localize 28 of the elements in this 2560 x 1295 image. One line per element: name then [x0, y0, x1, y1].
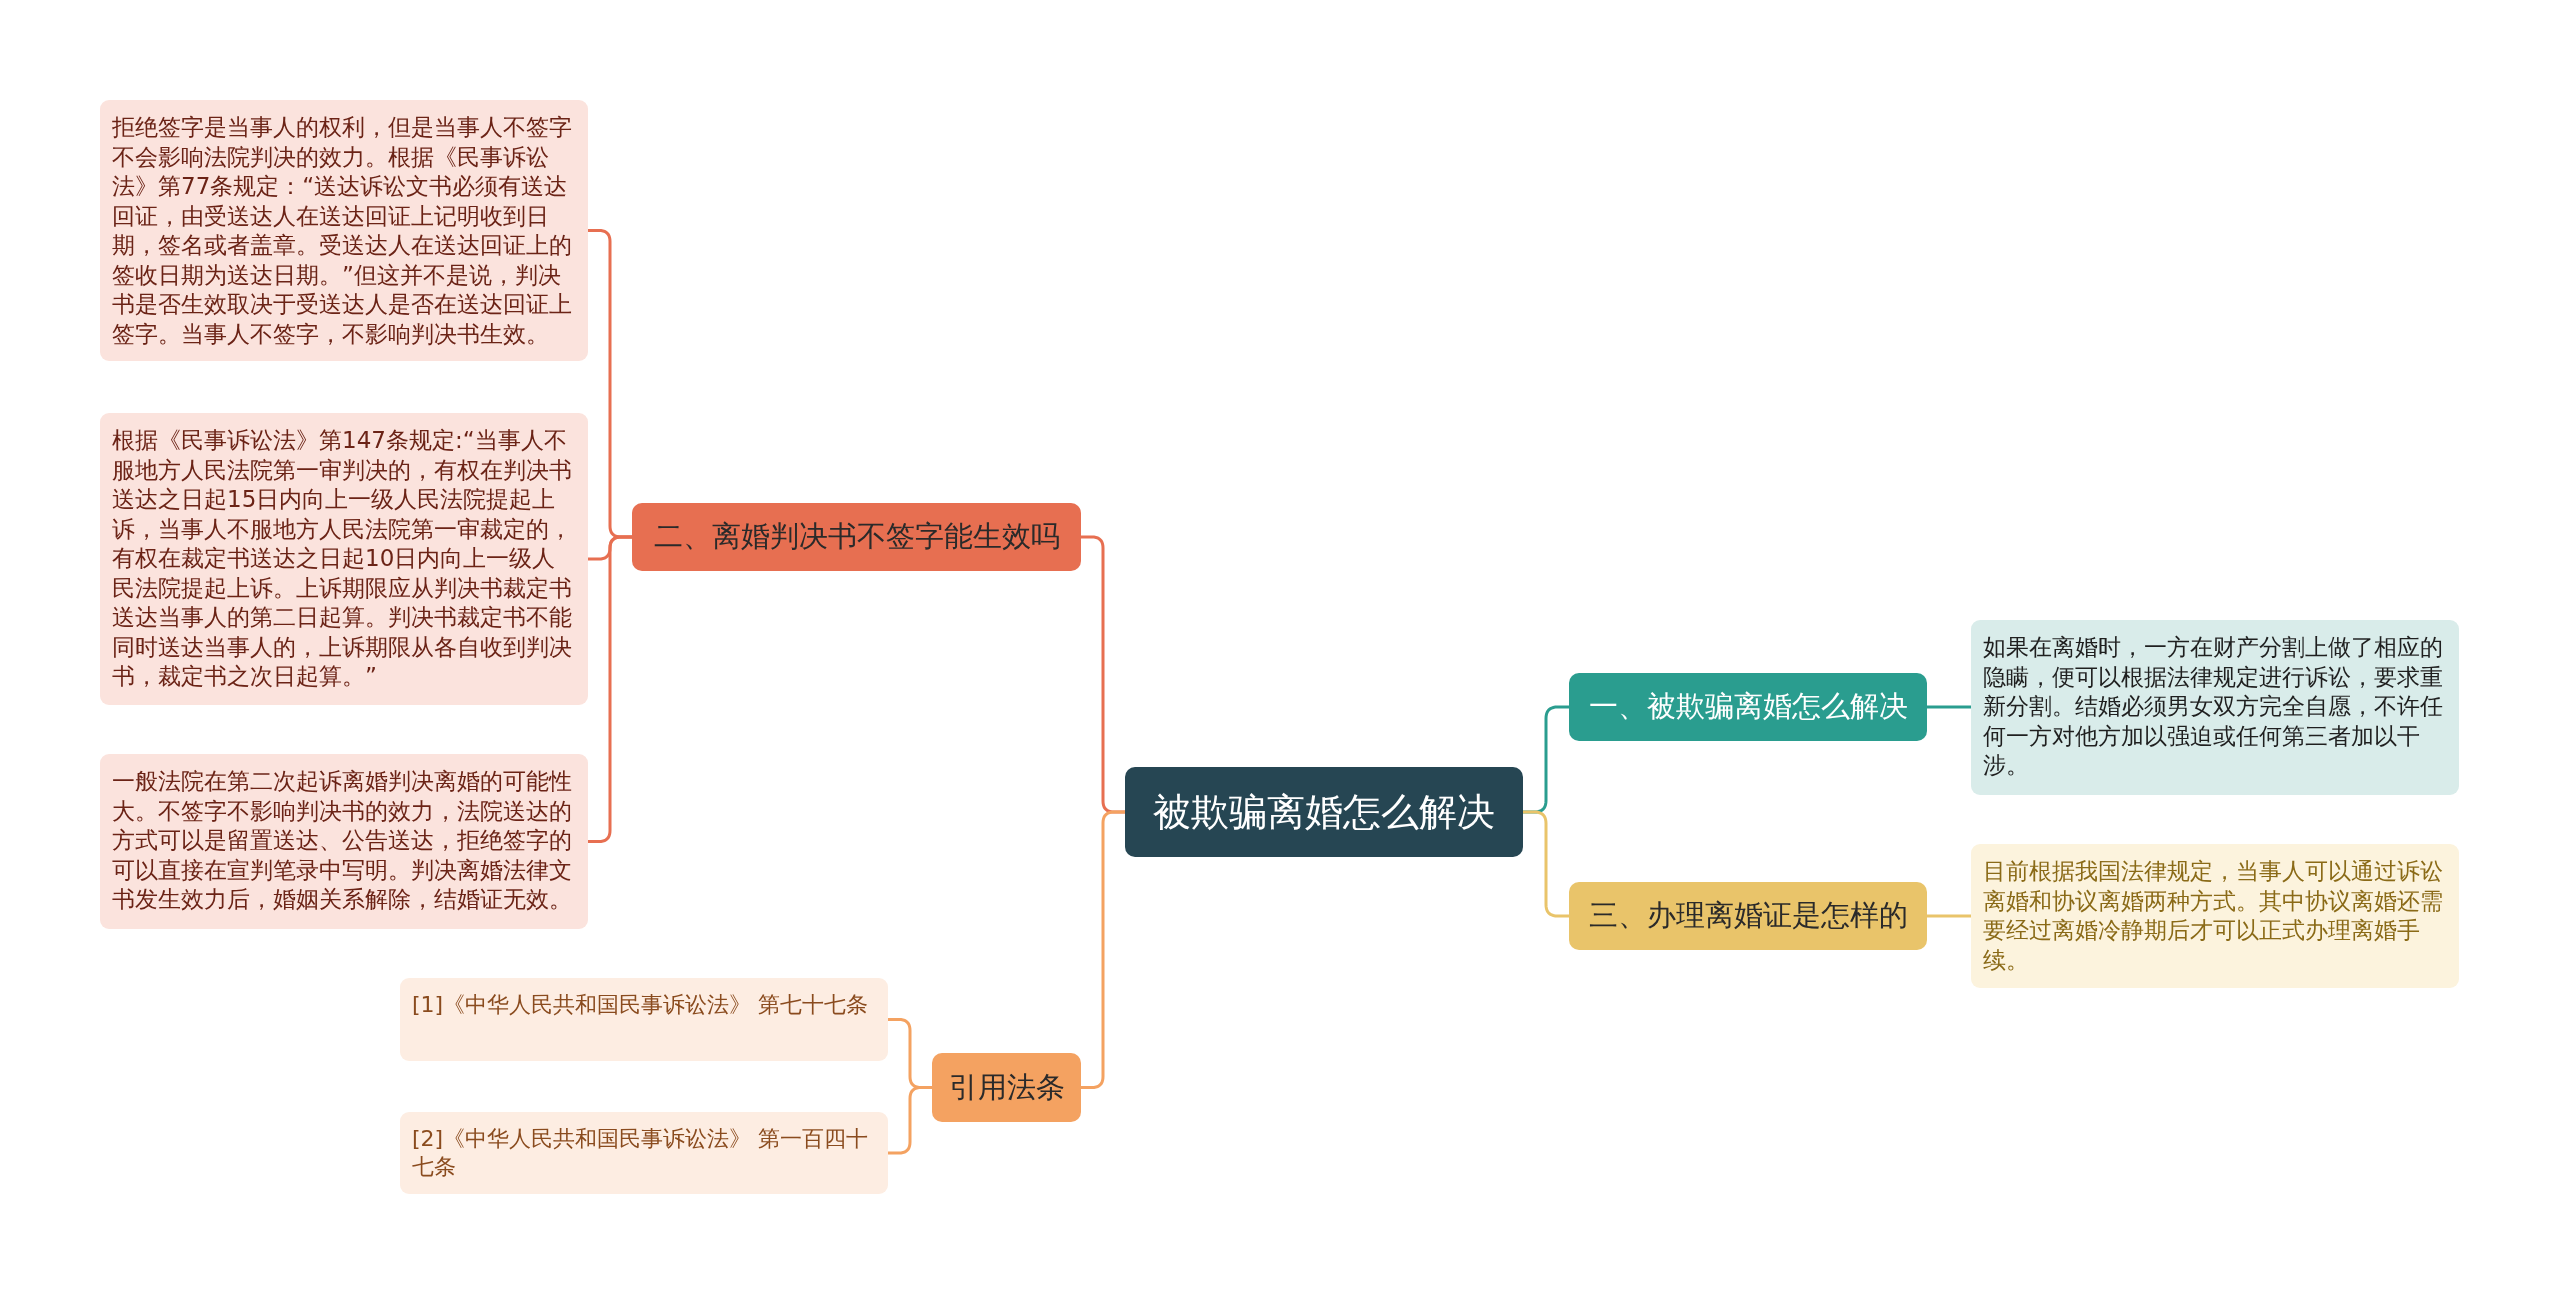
note-text: 拒绝签字是当事人的权利，但是当事人不签字不会影响法院判决的效力。根据《民事诉讼法》第77条规定：“送达诉讼文书必须有送达回证，由受送达人在送达回证上记明收到日期，签名或者盖章。受送达人在送达回证上的签收日期为送达日期。”但这并不是说，判决书是否生效取决于受送达人是否在送达回证上签字。当事人不签字，不影响判决书生效。: [112, 113, 573, 349]
note-text: 目前根据我国法律规定，当事人可以通过诉讼离婚和协议离婚两种方式。其中协议离婚还需要经过离婚冷静期后才可以正式办理离婚手续。: [1983, 857, 2444, 975]
connector-line: [1523, 810, 1569, 918]
reference-box: [400, 978, 888, 1061]
reference-text: [1]《中华人民共和国民事诉讼法》 第七十七条: [412, 991, 870, 1019]
subtopic-box: [1569, 882, 1927, 950]
note-text: 如果在离婚时，一方在财产分割上做了相应的隐瞒，便可以根据法律规定进行诉讼，要求重新分割。结婚必须男女双方完全自愿，不许任何一方对他方加以强迫或任何第三者加以干涉。: [1983, 633, 2444, 780]
subtopic-text: 一、被欺骗离婚怎么解决: [1588, 688, 1908, 725]
subtopic-box: [932, 1053, 1081, 1122]
subtopic-text: 三、办理离婚证是怎样的: [1588, 897, 1908, 934]
note-box: [100, 754, 588, 929]
connector-line: [1927, 914, 1971, 918]
subtopic-box: [1569, 673, 1927, 741]
note-box: [1971, 844, 2459, 988]
central-topic-box: [1125, 767, 1523, 857]
connector-line: [888, 1086, 932, 1155]
reference-text: [2]《中华人民共和国民事诉讼法》 第一百四十七条: [412, 1125, 870, 1181]
connector-line: [1081, 810, 1125, 1089]
subtopic-box: [632, 503, 1081, 571]
connector-line: [588, 535, 632, 843]
note-text: 根据《民事诉讼法》第147条规定:“当事人不服地方人民法院第一审判决的，有权在判决书送达之日起15日内向上一级人民法院提起上诉，当事人不服地方人民法院第一审裁定的，有权在裁定书送达之日起10日内向上一级人民法院提起上诉。上诉期限应从判决书裁定书送达当事人的第二日起算。判决书裁定书不能同时送达当事人的，上诉期限从各自收到判决书，裁定书之次日起算。”: [112, 426, 573, 691]
reference-box: [400, 1112, 888, 1194]
central-topic-text: 被欺骗离婚怎么解决: [1153, 788, 1495, 836]
connector-line: [1927, 705, 1971, 709]
note-box: [1971, 620, 2459, 795]
subtopic-text: 引用法条: [948, 1068, 1065, 1106]
note-text: 一般法院在第二次起诉离婚判决离婚的可能性大。不签字不影响判决书的效力，法院送达的方式可以是留置送达、公告送达，拒绝签字的可以直接在宣判笔录中写明。判决离婚法律文书发生效力后，婚姻关系解除，结婚证无效。: [112, 767, 573, 914]
subtopic-text: 二、离婚判决书不签字能生效吗: [653, 518, 1060, 555]
